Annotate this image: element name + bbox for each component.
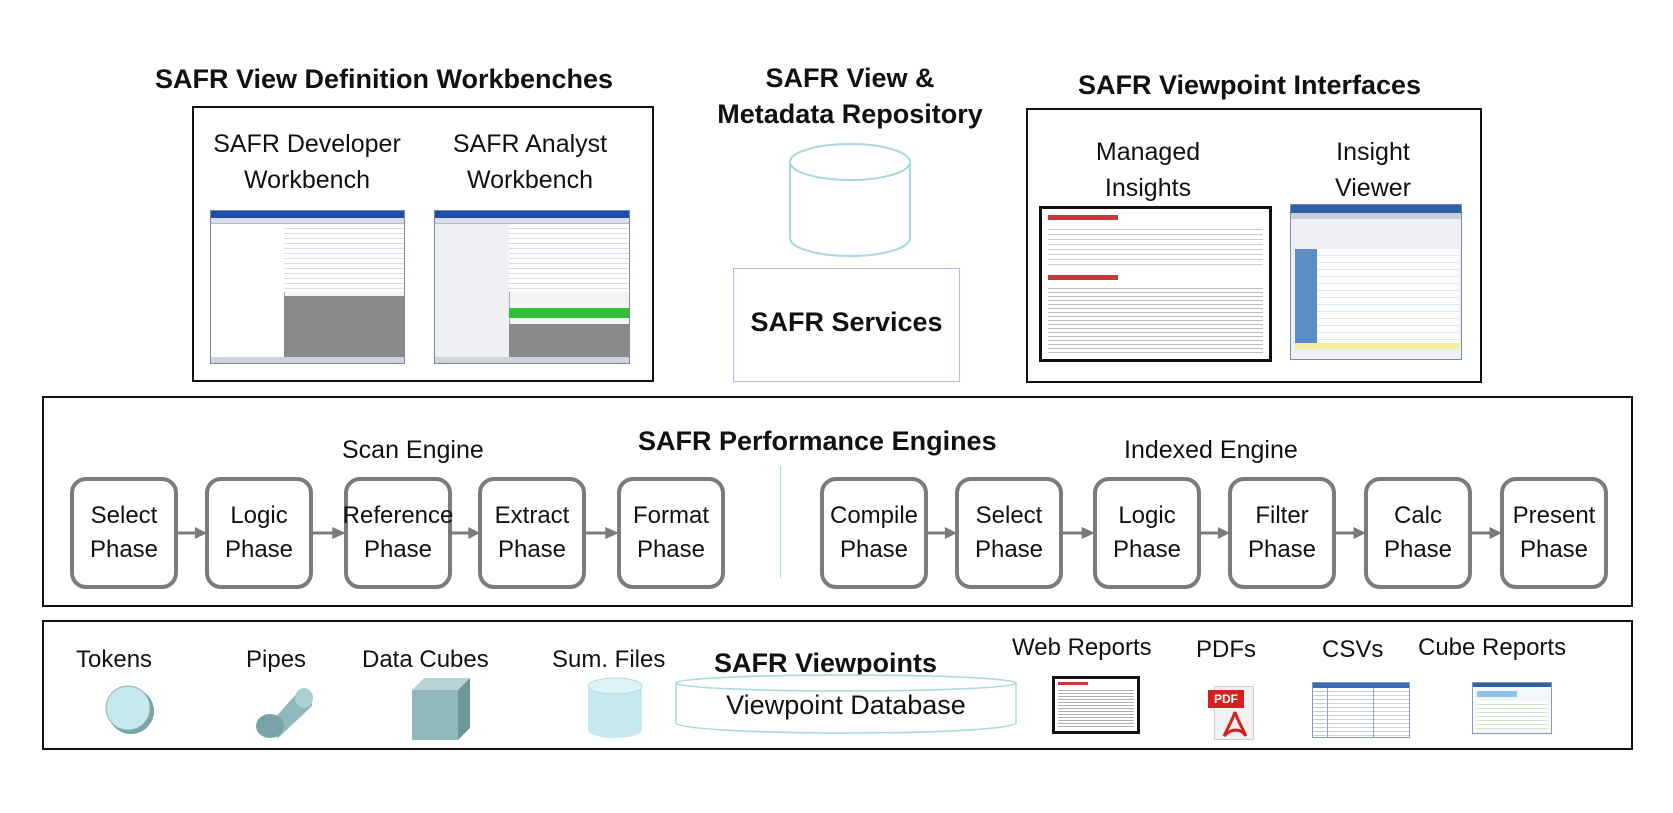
scan-phase-3: Reference Phase <box>343 477 453 589</box>
indexed-arrow-icon <box>1472 527 1502 539</box>
scan-phase-2: Logic Phase <box>205 477 313 589</box>
scan-engine-label: Scan Engine <box>342 436 484 464</box>
viewpoint-database-cylinder-icon <box>675 674 1017 734</box>
sum-files-label: Sum. Files <box>552 646 666 673</box>
scan-phase-5: Format Phase <box>617 477 725 589</box>
indexed-phase-3: Logic Phase <box>1093 477 1201 589</box>
indexed-arrow-icon <box>1201 527 1230 539</box>
interfaces-title: SAFR Viewpoint Interfaces <box>1078 70 1422 100</box>
cube-report-thumbnail <box>1472 682 1552 734</box>
cube-reports-label: Cube Reports <box>1418 634 1567 661</box>
indexed-phase-6: Present Phase <box>1500 477 1608 589</box>
developer-workbench-label: SAFR Developer Workbench <box>213 130 401 194</box>
workbenches-panel: SAFR Developer Workbench SAFR Analyst Wo… <box>192 106 654 382</box>
csv-thumbnail <box>1312 682 1410 738</box>
tokens-label: Tokens <box>76 646 153 673</box>
token-icon <box>105 685 154 734</box>
insight-viewer-screenshot <box>1290 204 1462 360</box>
repository-cylinder-icon <box>789 143 911 257</box>
scan-arrow-icon <box>452 527 480 539</box>
indexed-phase-2: Select Phase <box>955 477 1063 589</box>
indexed-phase-1: Compile Phase <box>820 477 928 589</box>
data-cube-icon <box>412 678 470 740</box>
web-report-thumbnail <box>1052 676 1140 734</box>
engine-divider <box>780 466 781 578</box>
repository-title: SAFR View & Metadata Repository <box>717 63 983 129</box>
services-box: SAFR Services <box>733 268 960 382</box>
scan-phase-4: Extract Phase <box>478 477 586 589</box>
engines-title: SAFR Performance Engines <box>638 426 997 456</box>
scan-arrow-icon <box>178 527 207 539</box>
pdfs-label: PDFs <box>1196 636 1256 663</box>
csvs-label: CSVs <box>1322 636 1384 663</box>
pipe-icon <box>256 688 313 738</box>
viewpoints-title: SAFR Viewpoints <box>714 648 938 678</box>
managed-insights-screenshot <box>1039 206 1272 362</box>
indexed-arrow-icon <box>928 527 957 539</box>
web-reports-label: Web Reports <box>1012 634 1152 661</box>
indexed-arrow-icon <box>1063 527 1095 539</box>
scan-arrow-icon <box>313 527 346 539</box>
scan-phase-1: Select Phase <box>70 477 178 589</box>
pipes-label: Pipes <box>246 646 307 673</box>
indexed-engine-label: Indexed Engine <box>1124 436 1298 464</box>
scan-arrow-icon <box>586 527 619 539</box>
indexed-phase-4: Filter Phase <box>1228 477 1336 589</box>
analyst-workbench-label: SAFR Analyst Workbench <box>452 130 608 194</box>
pdf-icon-text: PDF <box>1208 690 1244 708</box>
sum-files-icon <box>587 677 643 738</box>
pdf-icon: PDF <box>1208 686 1256 740</box>
analyst-workbench-screenshot <box>434 210 630 364</box>
insight-viewer-label: Insight Viewer <box>1335 138 1411 202</box>
viewpoint-database-label: Viewpoint Database <box>726 690 966 720</box>
data-cubes-label: Data Cubes <box>362 646 489 673</box>
services-label: SAFR Services <box>750 307 943 337</box>
managed-insights-label: Managed Insights <box>1095 138 1201 202</box>
interfaces-panel: Managed Insights Insight Viewer <box>1026 108 1482 383</box>
developer-workbench-screenshot <box>210 210 405 364</box>
workbenches-title: SAFR View Definition Workbenches <box>155 64 614 94</box>
indexed-phase-5: Calc Phase <box>1364 477 1472 589</box>
indexed-arrow-icon <box>1336 527 1366 539</box>
